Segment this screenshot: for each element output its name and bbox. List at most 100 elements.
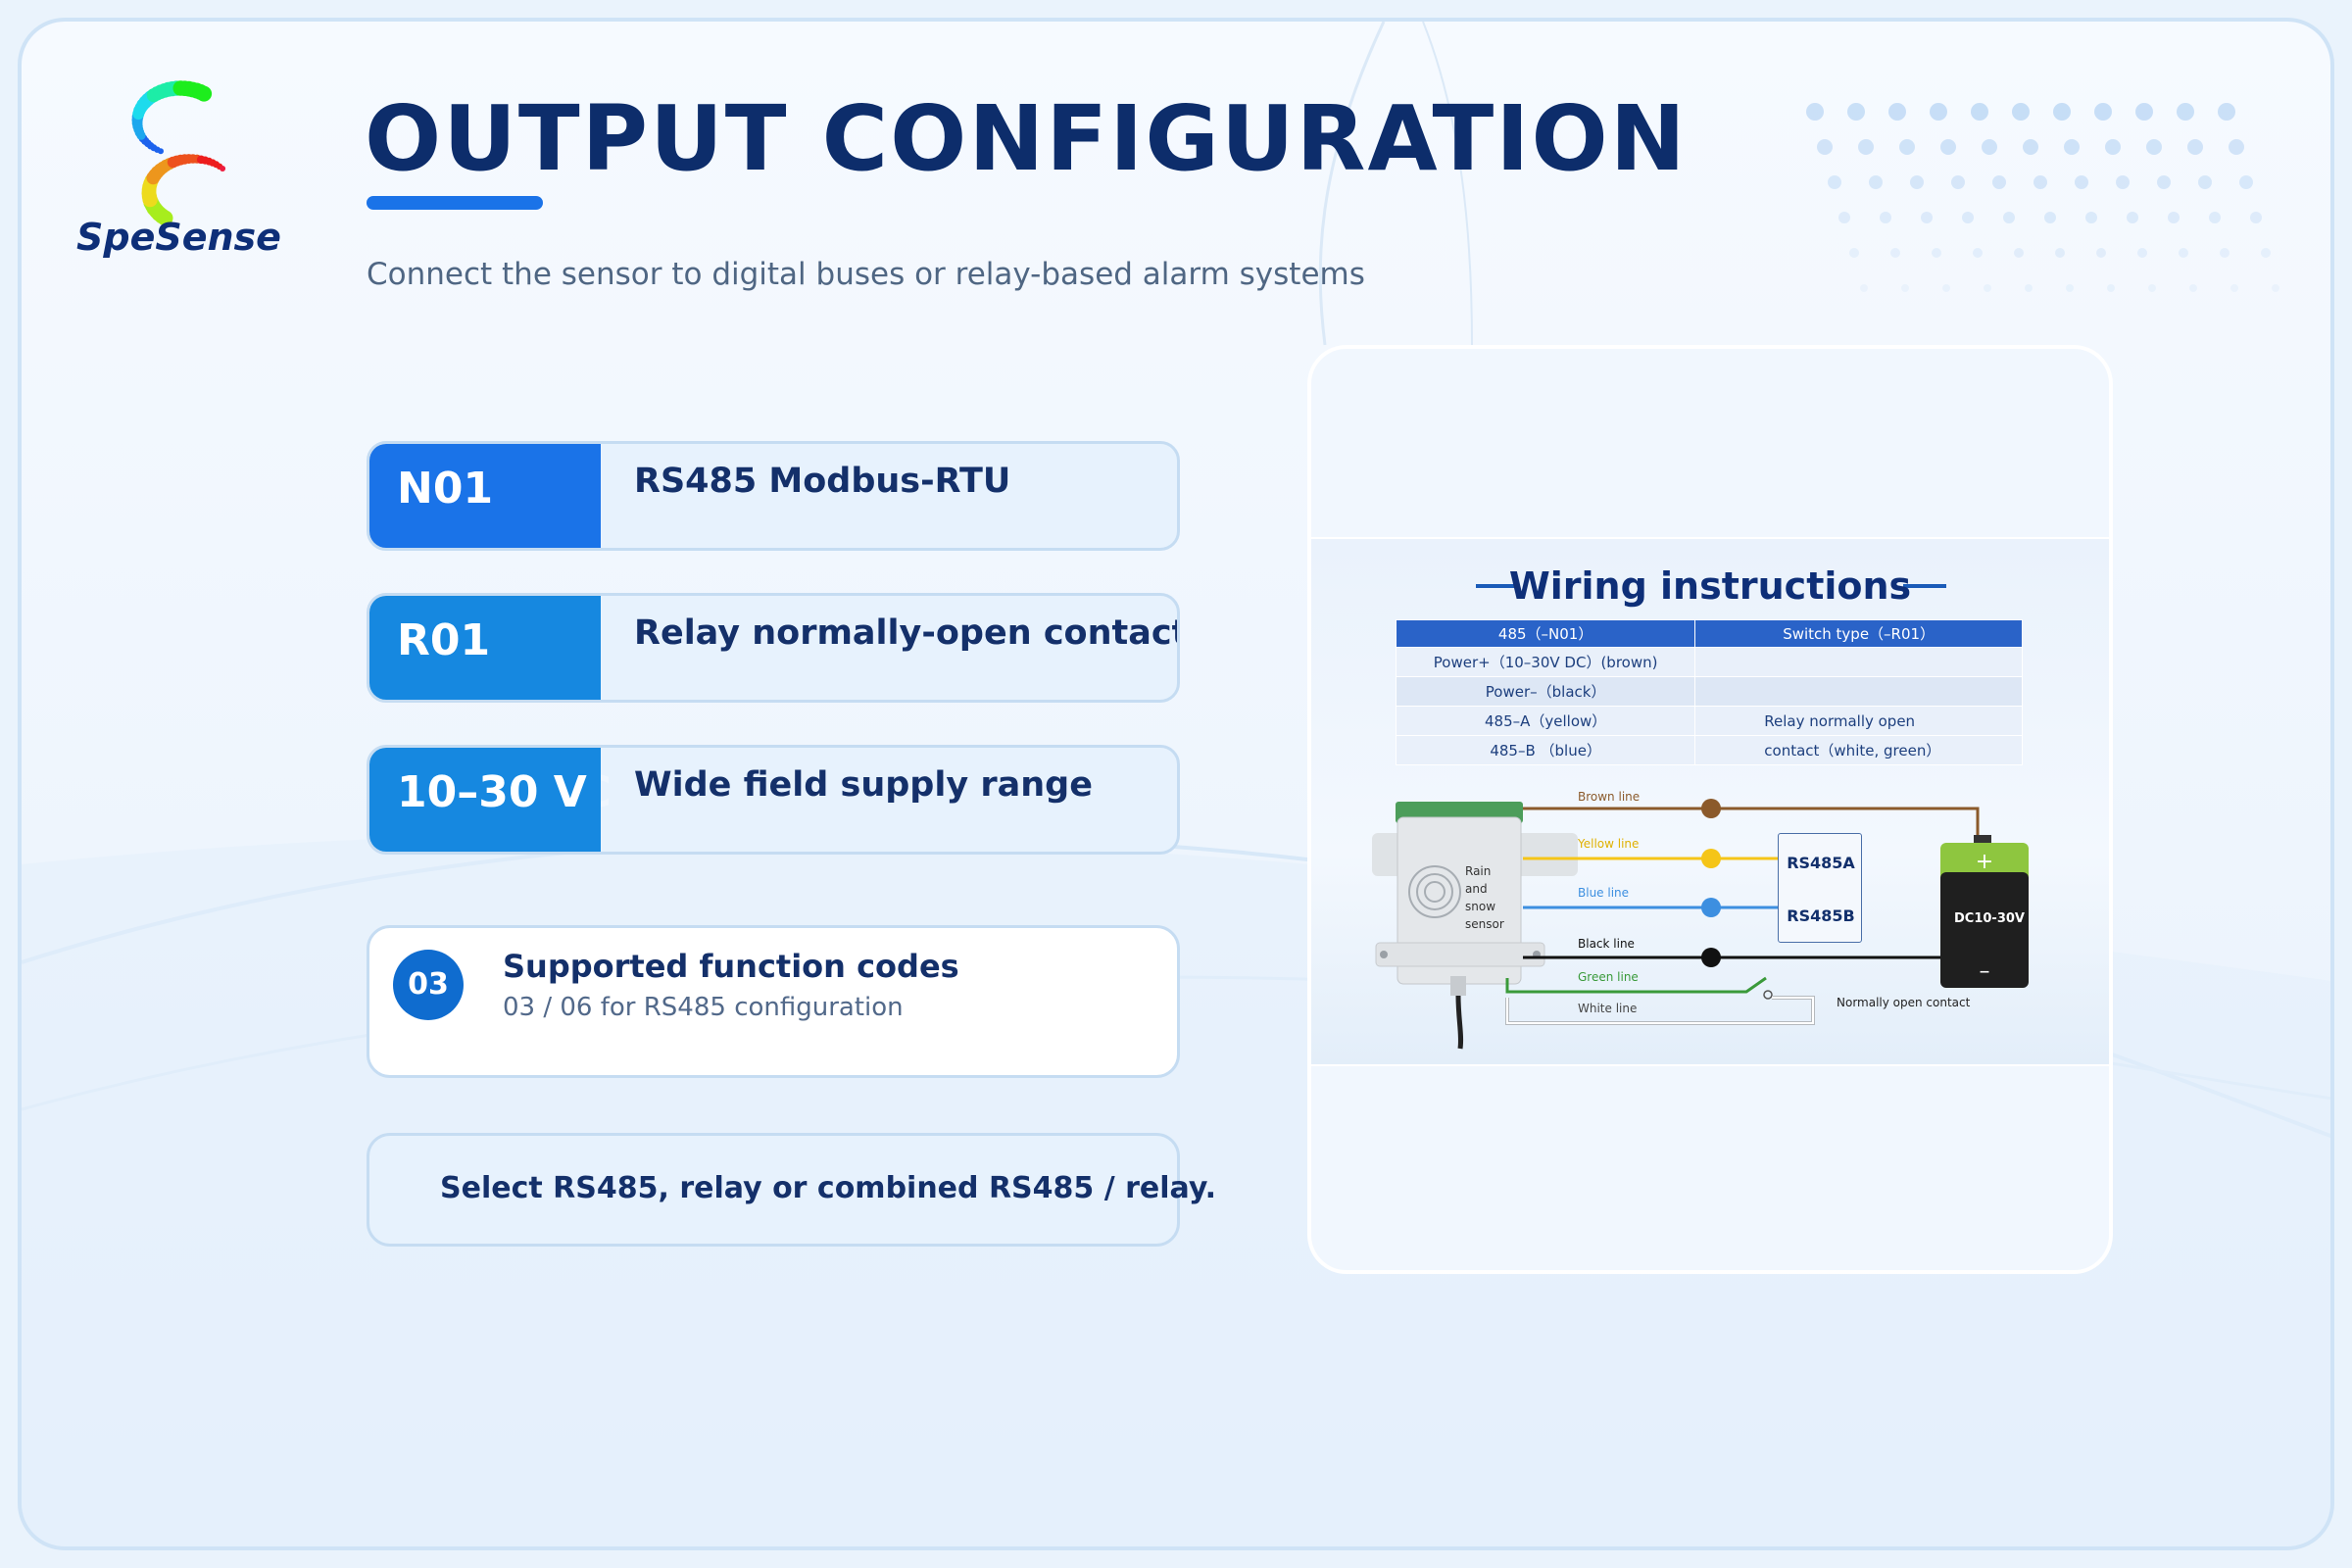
wiring-title: Wiring instructions (1508, 564, 1912, 608)
page-subtitle: Connect the sensor to digital buses or r… (367, 257, 1365, 292)
table-cell: 485–A（yellow） (1395, 706, 1696, 736)
table-cell: Power–（black） (1395, 676, 1696, 707)
decorative-dot (2209, 212, 2221, 223)
decorative-dot (2179, 248, 2188, 258)
decorative-dot (2014, 248, 2024, 258)
decorative-dot (1973, 248, 1983, 258)
battery-label: DC10-30V (1954, 911, 2025, 926)
decorative-dot (2066, 284, 2074, 292)
selection-note-card: Select RS485, relay or combined RS485 / … (367, 1133, 1216, 1247)
decorative-dot (2187, 139, 2203, 155)
decorative-dot (2044, 212, 2056, 223)
decorative-dot (2137, 248, 2147, 258)
wiring-panel: + – Wiring instructions 485（–N01） Switch… (1307, 345, 2113, 1274)
decorative-dot (2085, 212, 2097, 223)
table-cell: contact（white, green） (1694, 735, 2023, 765)
decorative-dot (1910, 175, 1924, 189)
decorative-dot (1890, 248, 1900, 258)
table-cell: 485–B （blue） (1395, 735, 1696, 765)
logo-dot (196, 85, 213, 102)
decorative-dot (2064, 139, 2080, 155)
function-codes-subtitle: 03 / 06 for RS485 configuration (503, 993, 904, 1022)
decorative-dot (1992, 175, 2006, 189)
title-underline (367, 196, 543, 210)
decorative-dot (1942, 284, 1950, 292)
table-cell (1694, 676, 2023, 707)
option-description: RS485 Modbus-RTU (634, 462, 1011, 501)
option-code: R01 (369, 596, 601, 700)
option-description: Wide field supply range (634, 765, 1093, 805)
spesense-logo-mark (131, 80, 226, 226)
decorative-dot (2094, 103, 2112, 121)
decorative-dot (2096, 248, 2106, 258)
decorative-dot (1951, 175, 1965, 189)
decorative-dot (1860, 284, 1868, 292)
decorative-dot (2218, 103, 2235, 121)
decorative-dot (1921, 212, 1933, 223)
blue-line-label: Blue line (1578, 886, 1630, 900)
table-header: Switch type（–R01） (1694, 619, 2023, 648)
option-row-r01: R01 Relay normally-open contact (367, 593, 1180, 703)
option-row-n01: N01 RS485 Modbus-RTU (367, 441, 1180, 551)
decorative-dot (1806, 103, 1824, 121)
option-description: Relay normally-open contact (634, 613, 1180, 653)
decorative-dot (1838, 212, 1850, 223)
wiring-diagram: + – Wiring instructions 485（–N01） Switch… (1311, 537, 2109, 1066)
decorative-dot (1971, 103, 1988, 121)
function-codes-card: 03 Supported function codes 03 / 06 for … (367, 925, 1180, 1078)
battery-plus: + (1976, 850, 1993, 874)
decorative-dot (1888, 103, 1906, 121)
decorative-dot (2023, 139, 2038, 155)
decorative-dot (2146, 139, 2162, 155)
decorative-dot (2127, 212, 2138, 223)
decorative-dot (2148, 284, 2156, 292)
decorative-dot (2250, 212, 2262, 223)
decorative-dot (2105, 139, 2121, 155)
decorative-dot (2157, 175, 2171, 189)
brown-line-label: Brown line (1578, 790, 1641, 804)
option-row-supply-voltage: 10–30 V DC Wide field supply range (367, 745, 1180, 855)
decorative-dot (2075, 175, 2088, 189)
decorative-dot (1849, 248, 1859, 258)
decorative-dot (2107, 284, 2115, 292)
decorative-dot (1984, 284, 1991, 292)
wiring-diagram-graphic: + – (1372, 584, 2029, 1050)
decorative-dot (1899, 139, 1915, 155)
decorative-dot (2003, 212, 2015, 223)
decorative-dot (2177, 103, 2194, 121)
wiring-table: 485（–N01） Switch type（–R01） Power+（10–30… (1395, 619, 2023, 765)
decorative-dot (1962, 212, 1974, 223)
table-header: 485（–N01） (1395, 619, 1696, 648)
decorative-dot (2272, 284, 2279, 292)
decorative-dot (2055, 248, 2065, 258)
decorative-dot (1847, 103, 1865, 121)
decorative-dot (1817, 139, 1833, 155)
decorative-dot (1901, 284, 1909, 292)
decorative-dot (1828, 175, 1841, 189)
rs485-terminal: RS485A RS485B (1778, 833, 1862, 943)
decorative-dot (1880, 212, 1891, 223)
decorative-dot (2230, 284, 2238, 292)
decorative-dot (2135, 103, 2153, 121)
decorative-dot-grid (1806, 103, 2279, 292)
normally-open-label: Normally open contact (1837, 996, 1971, 1009)
decorative-dot (1930, 103, 1947, 121)
decorative-dot (1858, 139, 1874, 155)
option-code: N01 (369, 444, 601, 548)
logo-dot (220, 166, 226, 172)
decorative-dot (1869, 175, 1883, 189)
yellow-line-label: Yellow line (1578, 837, 1640, 851)
sensor-label: Rain and snow sensor (1465, 864, 1504, 931)
battery-minus: – (1980, 959, 1990, 984)
function-code-badge: 03 (393, 950, 464, 1020)
white-line-label: White line (1578, 1002, 1638, 1015)
decorative-dot (2239, 175, 2253, 189)
table-cell: Power+（10–30V DC）(brown) (1395, 647, 1696, 677)
rs485b-label: RS485B (1787, 906, 1855, 925)
decorative-dot (2168, 212, 2180, 223)
black-line-label: Black line (1578, 937, 1635, 951)
decorative-dot (2189, 284, 2197, 292)
decorative-dot (1932, 248, 1941, 258)
slide-frame: SpeSense OUTPUT CONFIGURATION Connect th… (18, 18, 2334, 1550)
decorative-dot (2220, 248, 2230, 258)
